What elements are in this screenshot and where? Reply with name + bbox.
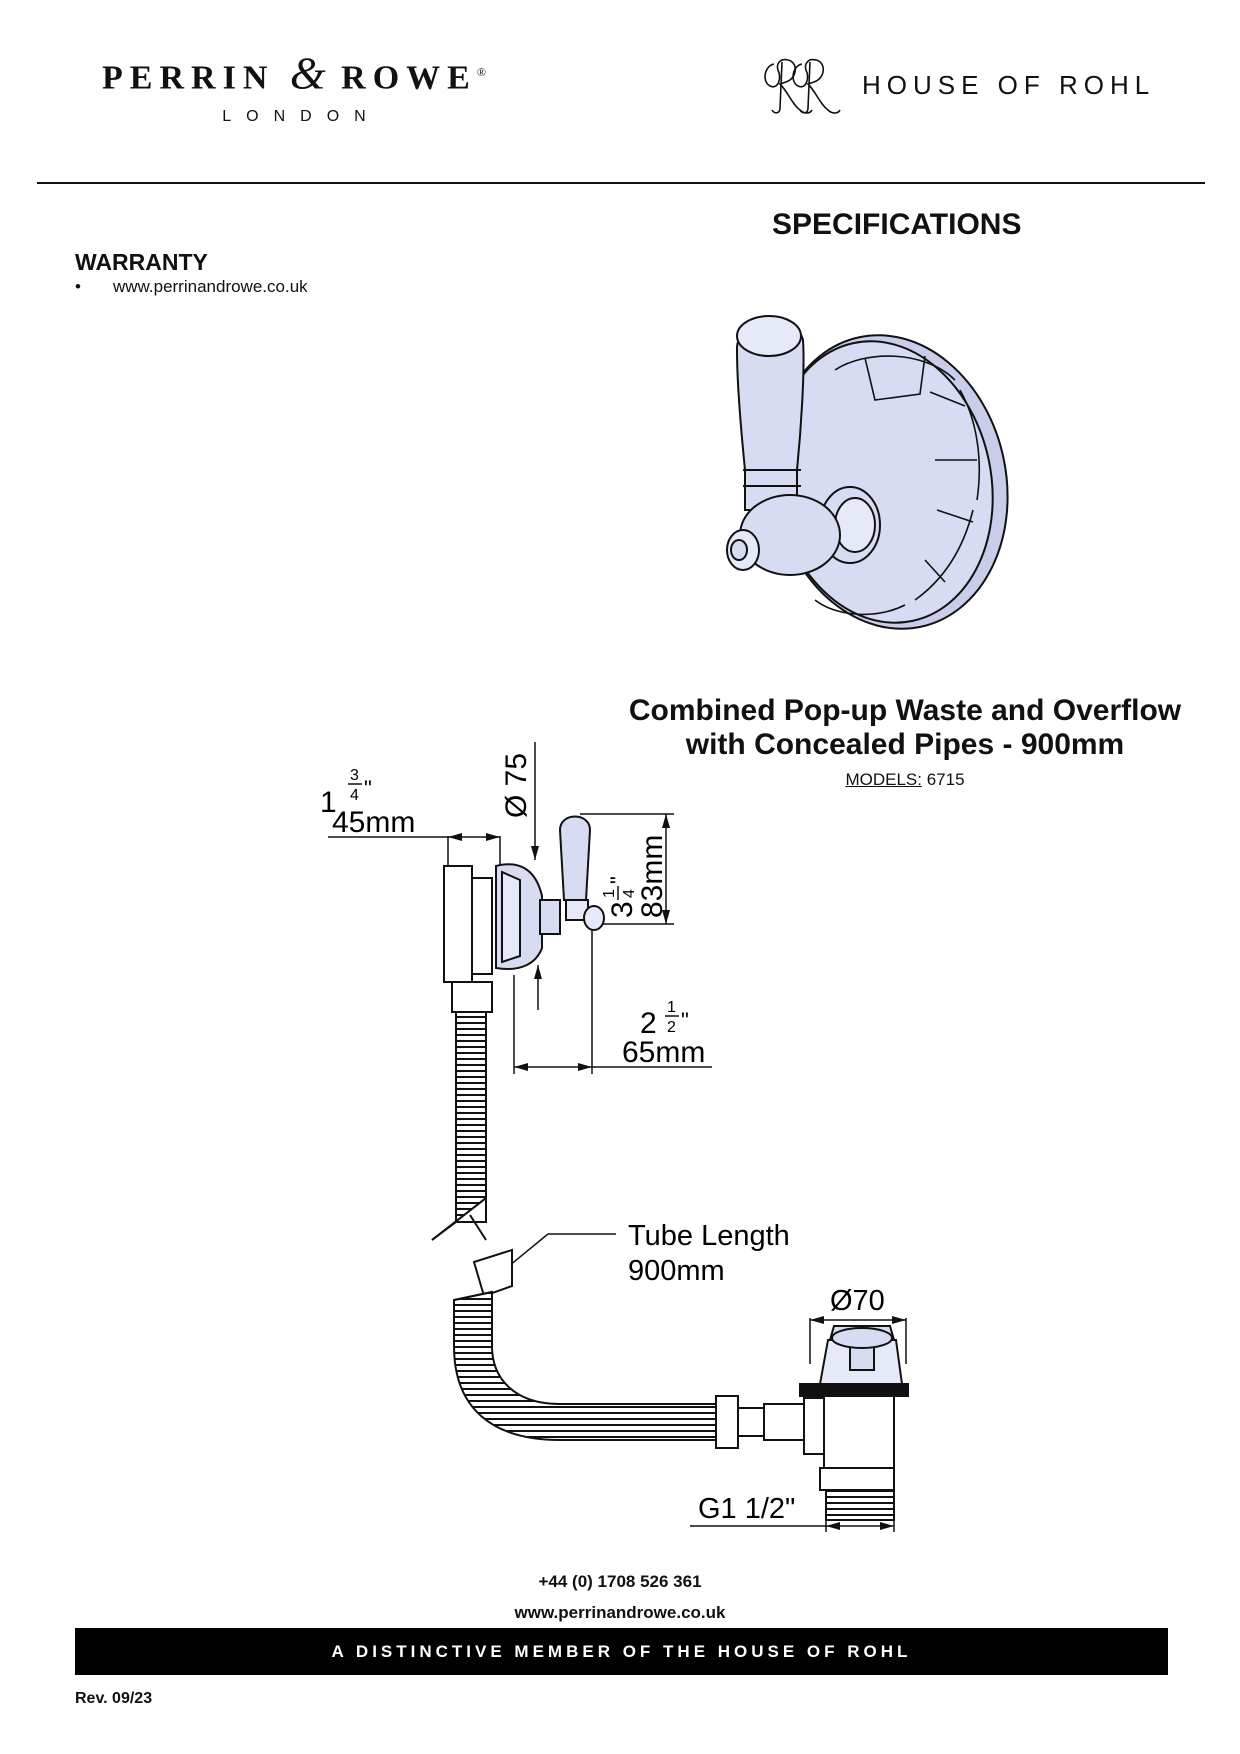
dim-depth: 1 3 4 " 45mm <box>320 767 501 866</box>
footer-phone: +44 (0) 1708 526 361 <box>538 1572 702 1591</box>
product-illustration <box>726 315 1009 630</box>
svg-text:45mm: 45mm <box>332 806 415 839</box>
dim-overflow-diameter: Ø 75 <box>500 742 542 1010</box>
svg-text:Ø70: Ø70 <box>830 1285 885 1317</box>
warranty-link[interactable]: www.perrinandrowe.co.uk <box>113 277 308 296</box>
svg-text:": " <box>681 1008 689 1033</box>
svg-text:3: 3 <box>606 901 639 918</box>
rohl-monogram-icon <box>764 58 841 114</box>
dim-waste-diameter: Ø70 <box>809 1285 907 1364</box>
svg-text:83mm: 83mm <box>636 835 669 918</box>
footer-banner: A DISTINCTIVE MEMBER OF THE HOUSE OF ROH… <box>75 1628 1168 1675</box>
dim-projection: 2 1 2 " 65mm <box>513 916 712 1074</box>
flexible-tube-upper <box>431 1011 487 1241</box>
brand-name: PERRIN & ROWE® <box>102 47 486 99</box>
specifications-title: SPECIFICATIONS <box>772 208 1022 241</box>
dim-thread: G1 1/2" <box>690 1493 895 1532</box>
svg-text:1: 1 <box>667 999 676 1016</box>
header-divider <box>37 182 1205 184</box>
perrin-rowe-logo: PERRIN & ROWE® LONDON <box>74 47 514 126</box>
svg-text:G1 1/2": G1 1/2" <box>698 1493 795 1525</box>
svg-text:900mm: 900mm <box>628 1255 725 1287</box>
svg-text:4: 4 <box>350 787 359 804</box>
svg-text:2: 2 <box>667 1019 676 1036</box>
revision-label: Rev. 09/23 <box>75 1690 153 1707</box>
bullet-icon: • <box>75 277 81 296</box>
svg-text:65mm: 65mm <box>622 1036 705 1069</box>
tube-length-callout: Tube Length 900mm <box>497 1220 790 1287</box>
warranty-title: WARRANTY <box>75 249 208 275</box>
overflow-assembly <box>443 815 605 1013</box>
product-title: Combined Pop-up Waste and Overflow with … <box>628 694 1182 761</box>
svg-text:Ø 75: Ø 75 <box>500 753 533 818</box>
svg-text:": " <box>606 876 631 884</box>
house-of-rohl-wordmark: HOUSE OF ROHL <box>862 70 1156 100</box>
waste-assembly <box>715 1325 909 1521</box>
svg-text:": " <box>364 776 372 801</box>
models-line: MODELS: 6715 <box>845 770 965 789</box>
svg-text:Tube Length: Tube Length <box>628 1220 790 1252</box>
svg-text:1: 1 <box>320 786 337 819</box>
dim-height: 3 1 4 " 83mm <box>580 813 674 925</box>
flexible-tube-lower <box>453 1248 717 1441</box>
warranty-list-item: • www.perrinandrowe.co.uk <box>75 277 308 297</box>
brand-sub: LONDON <box>222 108 381 126</box>
footer-website[interactable]: www.perrinandrowe.co.uk <box>514 1603 726 1622</box>
svg-text:3: 3 <box>350 767 359 784</box>
svg-text:2: 2 <box>640 1007 657 1040</box>
svg-text:4: 4 <box>621 889 638 898</box>
svg-text:1: 1 <box>601 889 618 898</box>
